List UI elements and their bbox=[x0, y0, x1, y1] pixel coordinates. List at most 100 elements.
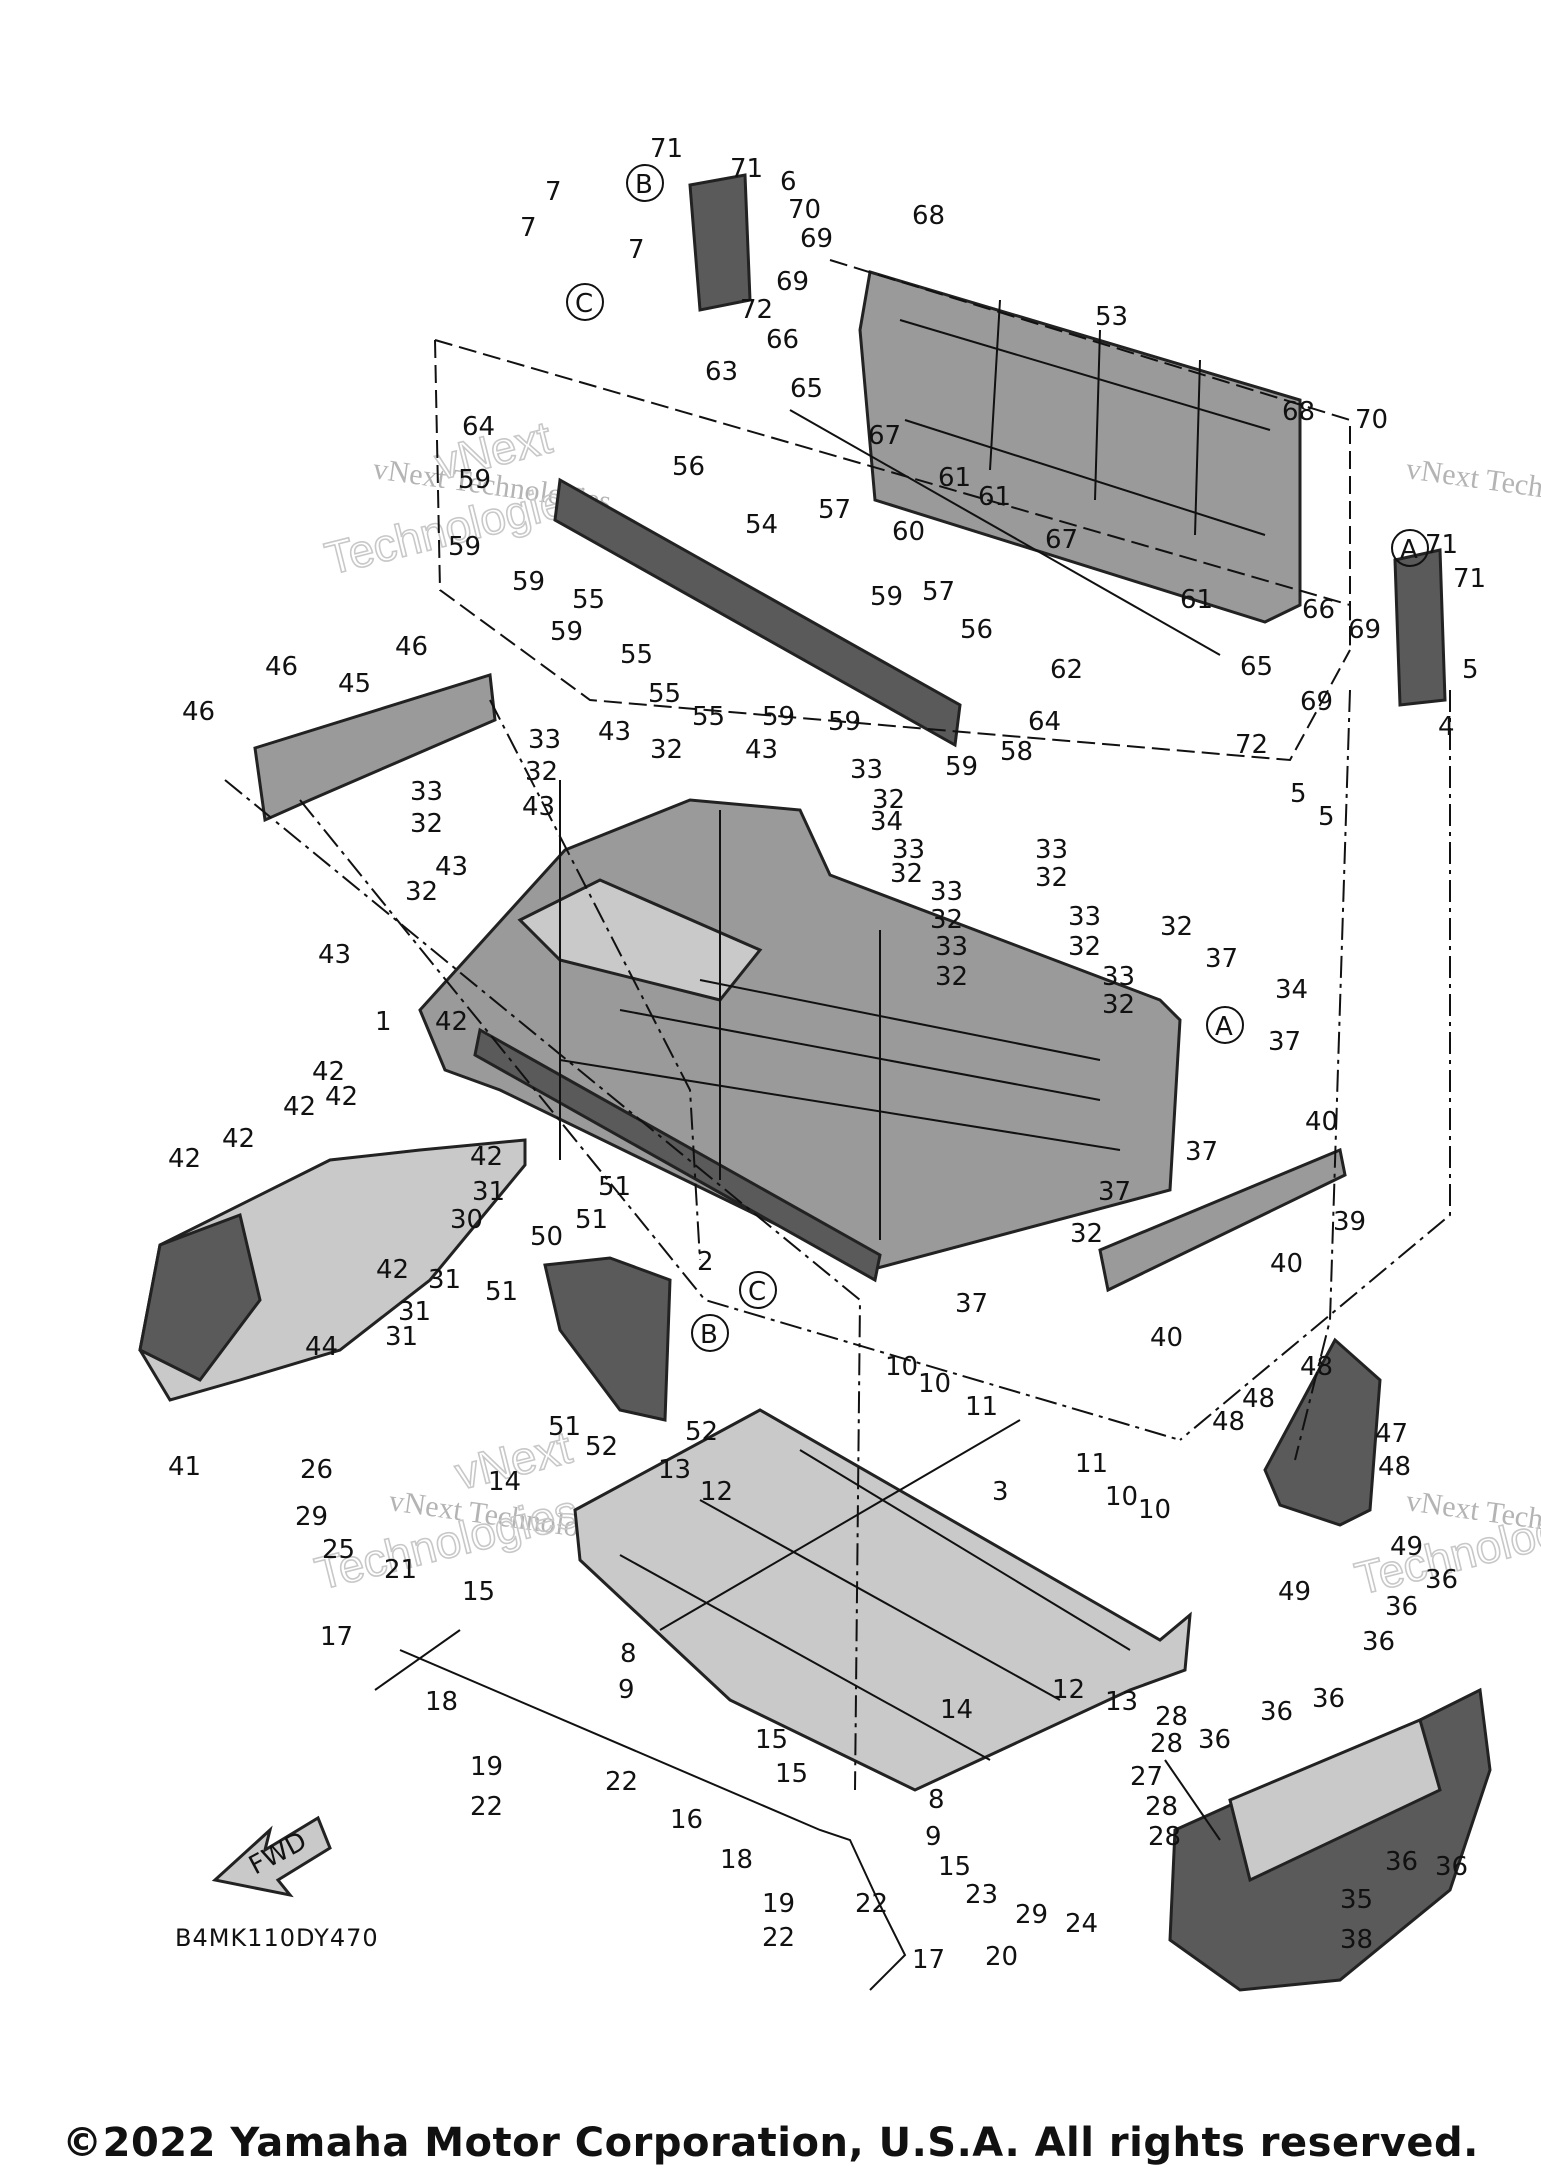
ref-letter-c: C bbox=[748, 1277, 766, 1307]
callout-19: 19 bbox=[470, 1752, 503, 1782]
callout-65: 65 bbox=[790, 374, 823, 404]
callout-11: 11 bbox=[1075, 1449, 1108, 1479]
callout-61: 61 bbox=[938, 463, 971, 493]
callout-59: 59 bbox=[870, 582, 903, 612]
callout-29: 29 bbox=[295, 1502, 328, 1532]
callout-14: 14 bbox=[488, 1467, 521, 1497]
callout-42: 42 bbox=[435, 1007, 468, 1037]
callout-72: 72 bbox=[1235, 730, 1268, 760]
callout-59: 59 bbox=[458, 465, 491, 495]
callout-32: 32 bbox=[525, 757, 558, 787]
callout-68: 68 bbox=[1282, 397, 1315, 427]
callout-33: 33 bbox=[892, 835, 925, 865]
diagram-code: B4MK110DY470 bbox=[175, 1924, 379, 1952]
ref-letter-a: A bbox=[1400, 535, 1418, 565]
callout-32: 32 bbox=[930, 905, 963, 935]
callout-55: 55 bbox=[648, 679, 681, 709]
callout-15: 15 bbox=[755, 1725, 788, 1755]
ref-letter-b: B bbox=[700, 1320, 718, 1350]
callout-69: 69 bbox=[1348, 615, 1381, 645]
callout-7: 7 bbox=[545, 177, 562, 207]
callout-22: 22 bbox=[855, 1889, 888, 1919]
leader-lines bbox=[224, 339, 1451, 1841]
callout-10: 10 bbox=[1105, 1482, 1138, 1512]
callout-31: 31 bbox=[428, 1265, 461, 1295]
callout-15: 15 bbox=[462, 1577, 495, 1607]
callout-32: 32 bbox=[890, 859, 923, 889]
callout-17: 17 bbox=[912, 1945, 945, 1975]
callout-58: 58 bbox=[1000, 737, 1033, 767]
callout-5: 5 bbox=[1318, 802, 1335, 832]
callout-26: 26 bbox=[300, 1455, 333, 1485]
callout-10: 10 bbox=[1138, 1495, 1171, 1525]
callout-59: 59 bbox=[448, 532, 481, 562]
callout-11: 11 bbox=[965, 1392, 998, 1422]
callout-39: 39 bbox=[1333, 1207, 1366, 1237]
callout-71: 71 bbox=[1453, 564, 1486, 594]
side-guard-right-part bbox=[1098, 1147, 1347, 1293]
callout-13: 13 bbox=[658, 1455, 691, 1485]
callout-27: 27 bbox=[1130, 1762, 1163, 1792]
ref-letter-b: B bbox=[635, 170, 653, 200]
callout-42: 42 bbox=[325, 1082, 358, 1112]
callout-9: 9 bbox=[925, 1822, 942, 1852]
callout-3: 3 bbox=[992, 1477, 1009, 1507]
callout-8: 8 bbox=[928, 1785, 945, 1815]
callout-labels: 71 71 6 7 70 7 68 69 7 69 72 66 53 63 65… bbox=[168, 134, 1486, 1975]
callout-12: 12 bbox=[1052, 1675, 1085, 1705]
callout-40: 40 bbox=[1305, 1107, 1338, 1137]
callout-69: 69 bbox=[776, 267, 809, 297]
callout-36: 36 bbox=[1385, 1592, 1418, 1622]
callout-49: 49 bbox=[1278, 1577, 1311, 1607]
callout-46: 46 bbox=[395, 632, 428, 662]
callout-48: 48 bbox=[1212, 1407, 1245, 1437]
callout-55: 55 bbox=[572, 585, 605, 615]
callout-36: 36 bbox=[1312, 1684, 1345, 1714]
callout-63: 63 bbox=[705, 357, 738, 387]
callout-60: 60 bbox=[892, 517, 925, 547]
callout-66: 66 bbox=[1302, 595, 1335, 625]
callout-57: 57 bbox=[922, 577, 955, 607]
callout-5: 5 bbox=[1290, 779, 1307, 809]
callout-69: 69 bbox=[1300, 687, 1333, 717]
callout-13: 13 bbox=[1105, 1687, 1138, 1717]
callout-32: 32 bbox=[650, 735, 683, 765]
callout-55: 55 bbox=[620, 640, 653, 670]
watermark-text: vNext Technologies bbox=[1404, 452, 1541, 518]
callout-59: 59 bbox=[762, 702, 795, 732]
callout-36: 36 bbox=[1385, 1847, 1418, 1877]
callout-22: 22 bbox=[605, 1767, 638, 1797]
callout-16: 16 bbox=[670, 1805, 703, 1835]
callout-42: 42 bbox=[283, 1092, 316, 1122]
callout-50: 50 bbox=[530, 1222, 563, 1252]
callout-42: 42 bbox=[470, 1142, 503, 1172]
callout-12: 12 bbox=[700, 1477, 733, 1507]
callout-36: 36 bbox=[1260, 1697, 1293, 1727]
callout-47: 47 bbox=[1375, 1419, 1408, 1449]
callout-10: 10 bbox=[885, 1352, 918, 1382]
ref-letter-a: A bbox=[1215, 1012, 1233, 1042]
callout-55: 55 bbox=[692, 702, 725, 732]
callout-71: 71 bbox=[650, 134, 683, 164]
callout-51: 51 bbox=[548, 1412, 581, 1442]
parts bbox=[138, 173, 1492, 1992]
callout-57: 57 bbox=[818, 495, 851, 525]
callout-21: 21 bbox=[384, 1555, 417, 1585]
hinge-bracket-top-part bbox=[688, 173, 752, 312]
callout-18: 18 bbox=[720, 1845, 753, 1875]
callout-37: 37 bbox=[955, 1289, 988, 1319]
callout-67: 67 bbox=[868, 421, 901, 451]
callout-6: 6 bbox=[780, 167, 797, 197]
callout-48: 48 bbox=[1300, 1352, 1333, 1382]
callout-34: 34 bbox=[1275, 975, 1308, 1005]
callout-22: 22 bbox=[762, 1923, 795, 1953]
callout-10: 10 bbox=[918, 1369, 951, 1399]
callout-22: 22 bbox=[470, 1792, 503, 1822]
callout-65: 65 bbox=[1240, 652, 1273, 682]
mudflap-right-part bbox=[1263, 1337, 1382, 1527]
bed-rail-part bbox=[473, 1027, 882, 1283]
callout-29: 29 bbox=[1015, 1900, 1048, 1930]
callout-17: 17 bbox=[320, 1622, 353, 1652]
callout-40: 40 bbox=[1150, 1323, 1183, 1353]
